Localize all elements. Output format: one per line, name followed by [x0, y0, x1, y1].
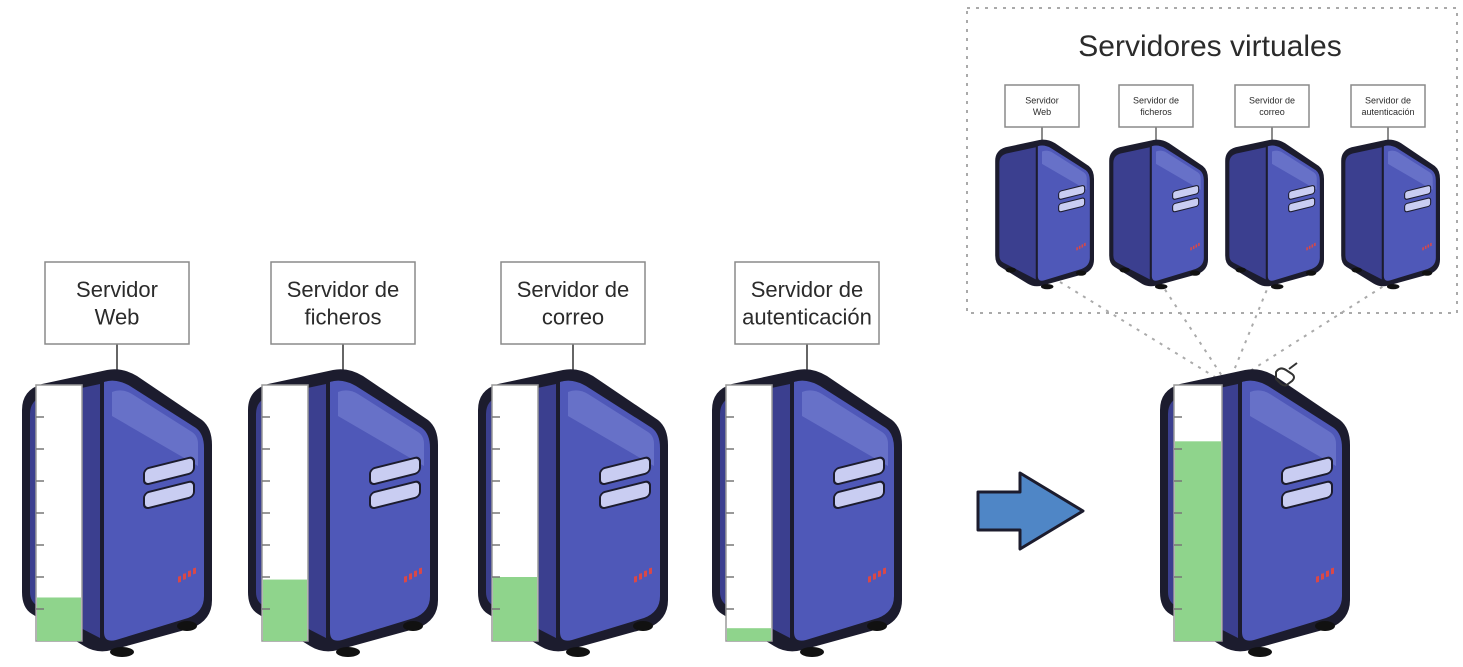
server-icon [1341, 139, 1440, 290]
usage-gauge [491, 384, 539, 642]
physical-server-label-line: autenticación [742, 304, 872, 329]
virtual-servers-group: Servidores virtuales [966, 7, 1458, 314]
server-icon [1225, 139, 1324, 290]
physical-server-label-line: ficheros [304, 304, 381, 329]
usage-gauge [35, 384, 83, 642]
virtual-server-label-line: Servidor de [1249, 96, 1295, 106]
virtual-server-label-line: Servidor de [1365, 96, 1411, 106]
cursor-icon [1275, 362, 1298, 387]
usage-gauge [725, 384, 773, 642]
virtual-server-label-line: Web [1033, 107, 1051, 117]
consolidated-usage-gauge [1173, 384, 1223, 642]
server-icon [995, 139, 1094, 290]
virtual-server-label-line: Servidor de [1133, 96, 1179, 106]
physical-server-label-line: Servidor [76, 277, 158, 302]
physical-server-label-line: Servidor de [751, 277, 864, 302]
server-icon [1109, 139, 1208, 290]
physical-server-label-line: Web [95, 304, 140, 329]
virtual-connector-lines [1059, 281, 1391, 386]
virtual-server-label-line: Servidor [1025, 96, 1059, 106]
physical-server-label-line: correo [542, 304, 604, 329]
virtual-server-label-line: autenticación [1361, 107, 1414, 117]
physical-server-label-line: Servidor de [287, 277, 400, 302]
virtual-server-label-line: correo [1259, 107, 1285, 117]
virtual-server-label-line: ficheros [1140, 107, 1172, 117]
right-arrow-icon [976, 471, 1085, 551]
physical-server-label-line: Servidor de [517, 277, 630, 302]
usage-gauge [261, 384, 309, 642]
virtual-servers-title: Servidores virtuales [1078, 30, 1341, 63]
